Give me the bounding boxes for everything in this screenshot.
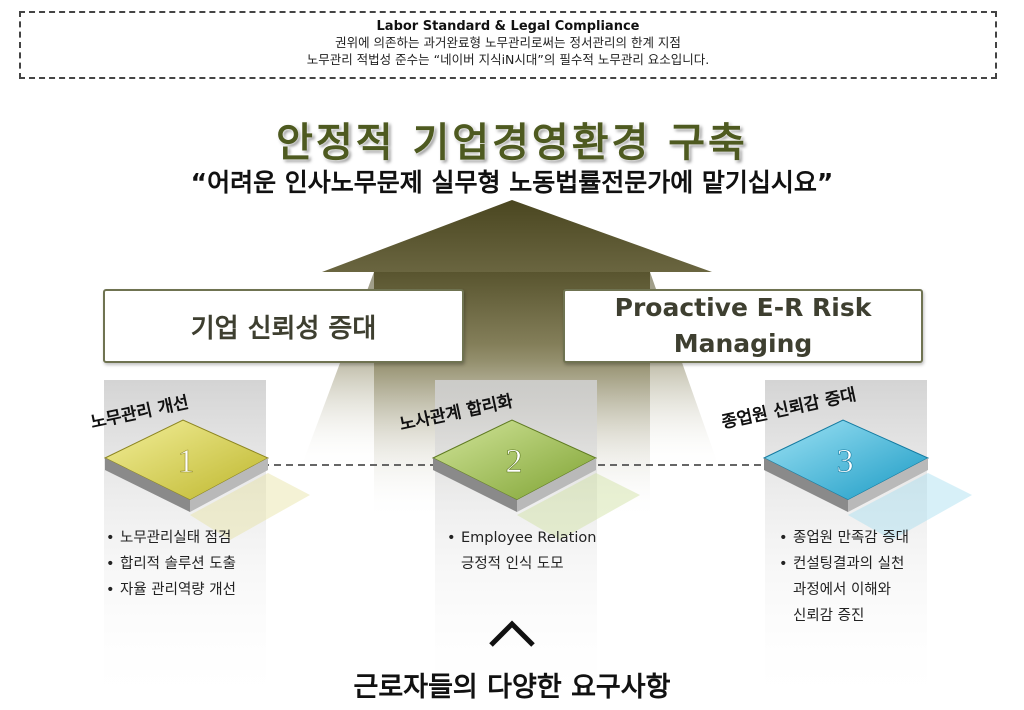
bullet-item: 합리적 솔루션 도출: [106, 551, 276, 577]
benefit-box-right: Proactive E-R Risk Managing: [563, 289, 923, 363]
bullet-item: 노무관리실태 점검: [106, 525, 276, 551]
bullet-item: 컨설팅결과의 실천: [779, 551, 959, 577]
bottom-caption: 근로자들의 다양한 요구사항: [353, 672, 671, 703]
step-3-bullets: 종업원 만족감 증대 컨설팅결과의 실천 과정에서 이해와 신뢰감 증진: [779, 525, 959, 629]
header-title: Labor Standard & Legal Compliance: [376, 19, 640, 34]
benefit-box-left: 기업 신뢰성 증대: [103, 289, 464, 363]
bullet-item-continuation: 긍정적 인식 도모: [461, 556, 564, 572]
header-box: Labor Standard & Legal Compliance 권위에 의존…: [19, 11, 997, 79]
main-title: 안정적 기업경영환경 구축: [276, 120, 748, 166]
tile-3: [762, 419, 972, 540]
main-quote: “어려운 인사노무문제 실무형 노동법률전문가에 맡기십시요”: [190, 168, 834, 197]
tile-1: [103, 419, 310, 540]
bullet-item: 자율 관리역량 개선: [106, 577, 276, 603]
bullet-item: 종업원 만족감 증대: [779, 525, 959, 551]
bullet-item-continuation: 과정에서 이해와: [793, 582, 891, 598]
bullet-item: Employee Relation: [447, 525, 627, 551]
header-line-1: 권위에 의존하는 과거완료형 노무관리로써는 정서관리의 한계 지점: [335, 35, 681, 50]
bullet-item-continuation: 신뢰감 증진: [793, 608, 865, 624]
caret-up-icon: [489, 620, 535, 647]
tile-number-2: 2: [506, 443, 523, 480]
benefit-right-text: Proactive E-R Risk Managing: [614, 293, 872, 358]
step-2-bullets: Employee Relation 긍정적 인식 도모: [447, 525, 627, 577]
benefit-left-text: 기업 신뢰성 증대: [190, 313, 377, 344]
step-1-bullets: 노무관리실태 점검 합리적 솔루션 도출 자율 관리역량 개선: [106, 525, 276, 603]
tile-number-3: 3: [837, 443, 854, 480]
tile-2: [431, 419, 640, 540]
tile-number-1: 1: [178, 443, 195, 480]
header-line-2: 노무관리 적법성 준수는 “네이버 지식iN시대”의 필수적 노무관리 요소입니…: [306, 52, 710, 67]
